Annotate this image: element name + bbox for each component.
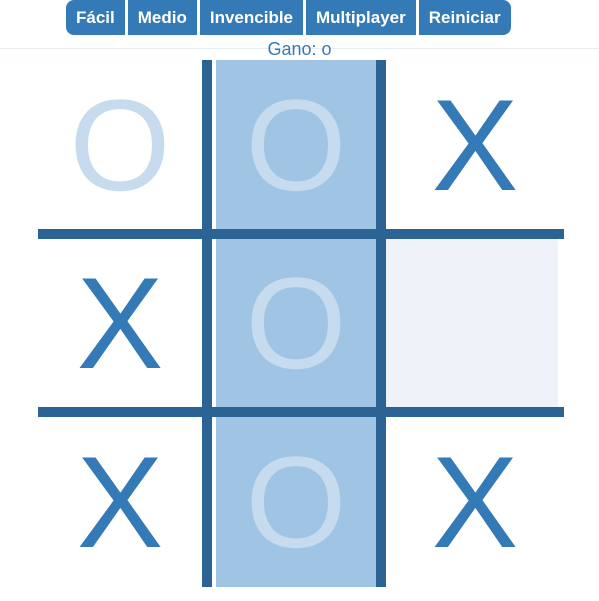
- cell-mark: O: [245, 250, 347, 396]
- grid-line-vertical-2: [376, 60, 386, 587]
- multiplayer-mode-button[interactable]: Multiplayer: [306, 0, 416, 35]
- game-status: Gano: o: [267, 39, 332, 59]
- cell-mark: X: [76, 250, 164, 396]
- board-cell-9[interactable]: X: [386, 417, 564, 587]
- board-cell-4[interactable]: X: [38, 239, 202, 407]
- grid-line-horizontal-1: [38, 229, 564, 239]
- board-cell-2[interactable]: O: [216, 60, 376, 229]
- cell-mark: X: [431, 71, 519, 218]
- grid-line-vertical-1: [202, 60, 212, 587]
- restart-button[interactable]: Reiniciar: [418, 0, 511, 35]
- game-board: O O X X O X O X: [38, 60, 564, 587]
- medium-mode-button[interactable]: Medio: [127, 0, 197, 35]
- cell-mark: O: [245, 429, 347, 575]
- cell-mark: O: [245, 71, 347, 218]
- invincible-mode-button[interactable]: Invencible: [199, 0, 303, 35]
- board-cell-7[interactable]: X: [38, 417, 202, 587]
- board-cell-5[interactable]: O: [216, 239, 376, 407]
- board-cell-8[interactable]: O: [216, 417, 376, 587]
- easy-mode-button[interactable]: Fácil: [66, 0, 125, 35]
- cell-mark: X: [431, 429, 519, 575]
- board-cell-3[interactable]: X: [386, 60, 564, 229]
- cell-mark: O: [69, 71, 171, 218]
- cell-mark: X: [76, 429, 164, 575]
- mode-button-group: Fácil Medio Invencible Multiplayer Reini…: [66, 0, 511, 35]
- board-cell-6[interactable]: [386, 239, 558, 407]
- grid-line-horizontal-2: [38, 407, 564, 417]
- board-cell-1[interactable]: O: [38, 60, 202, 229]
- toolbar: Fácil Medio Invencible Multiplayer Reini…: [0, 0, 599, 49]
